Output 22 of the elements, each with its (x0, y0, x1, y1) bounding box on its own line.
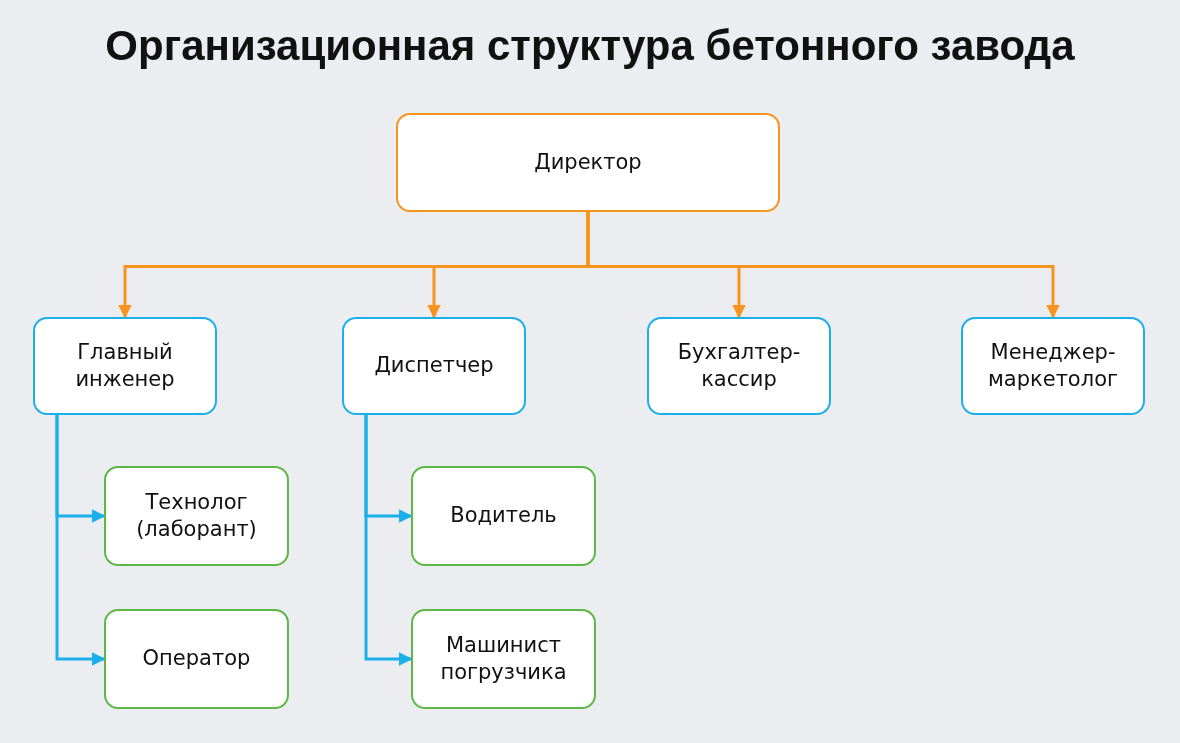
connector-arrow (55, 415, 106, 666)
position-label: Оператор (141, 645, 252, 673)
position-box (411, 466, 596, 566)
position-box (104, 609, 289, 709)
position-box (342, 317, 526, 415)
position-box (104, 466, 289, 566)
diagram-title: Организационная структура бетонного завода (104, 22, 1076, 70)
connector-arrow (364, 415, 413, 666)
position-box (33, 317, 217, 415)
position-box (647, 317, 831, 415)
position-label: Диспетчер (373, 352, 495, 380)
position-label: Технолог (лаборант) (135, 488, 258, 543)
position-label: Машинист погрузчика (439, 631, 568, 686)
connector-arrow (586, 212, 1060, 319)
position-label: Директор (533, 148, 643, 176)
position-label: Менеджер-маркетолог (987, 338, 1119, 393)
position-label: Бухгалтер-кассир (676, 338, 802, 393)
position-box (411, 609, 596, 709)
position-label: Главный инженер (74, 338, 176, 393)
position-label: Водитель (449, 502, 558, 530)
position-box (396, 113, 780, 212)
position-box (961, 317, 1145, 415)
